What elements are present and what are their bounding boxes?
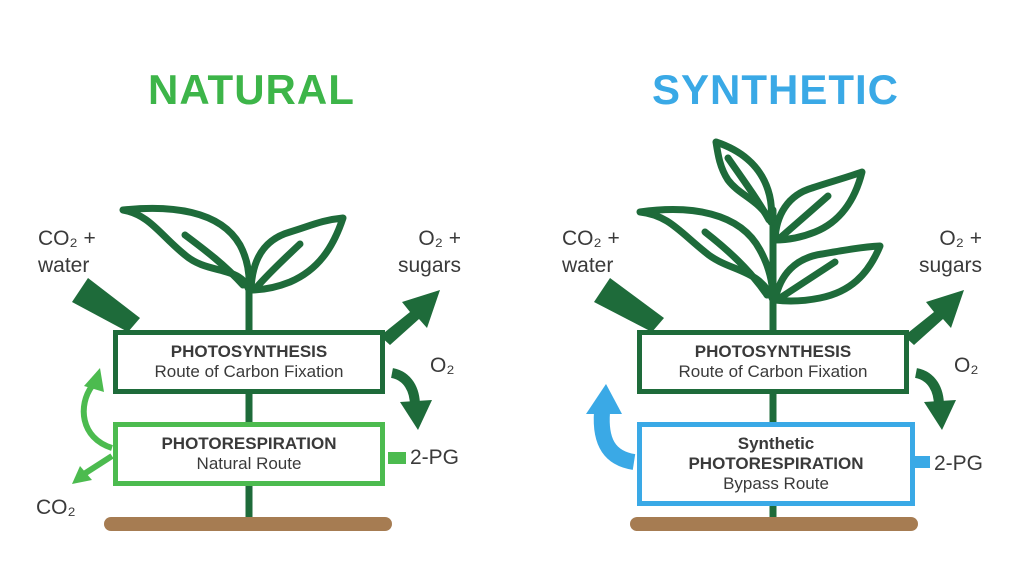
synthetic-photorespiration-title: PHOTORESPIRATION: [688, 454, 864, 473]
synthetic-output-line2: sugars: [918, 254, 982, 277]
natural-photorespiration-box: PHOTORESPIRATION Natural Route: [113, 422, 385, 486]
synthetic-upper-right-leaf: [771, 168, 866, 244]
natural-photorespiration-sub: Natural Route: [196, 454, 302, 473]
synthetic-output-label: O₂ + sugars: [908, 225, 982, 279]
natural-output-line1: O₂ +: [418, 227, 461, 250]
natural-output-line2: sugars: [397, 254, 461, 277]
natural-soil: [104, 517, 392, 531]
synthetic-bypass-arrowhead: [586, 384, 622, 414]
natural-output-label: O₂ + sugars: [387, 225, 461, 279]
synthetic-soil: [630, 517, 918, 531]
natural-co2-release-arrow: [82, 453, 114, 477]
natural-o2-label: O₂: [430, 354, 455, 377]
natural-photosynthesis-sub: Route of Carbon Fixation: [154, 362, 344, 381]
natural-input-label: CO₂ + water: [38, 225, 96, 279]
natural-input-line1: CO₂ +: [38, 227, 96, 250]
synthetic-2pg-label: 2-PG: [934, 452, 984, 475]
synthetic-photosynthesis-sub: Route of Carbon Fixation: [678, 362, 868, 381]
synthetic-output-arrow: [904, 290, 964, 345]
natural-right-leaf: [247, 214, 347, 294]
synthetic-left-leaf-vein: [701, 228, 771, 299]
natural-co2-out-label: CO₂: [36, 496, 76, 519]
synthetic-input-arrow: [594, 278, 664, 332]
synthetic-photorespiration-line1: Synthetic: [737, 434, 815, 453]
synthetic-photorespiration-sub: Bypass Route: [723, 474, 829, 493]
synthetic-photosynthesis-box: PHOTOSYNTHESIS Route of Carbon Fixation: [637, 330, 909, 394]
synthetic-title: SYNTHETIC: [652, 66, 900, 113]
synthetic-lower-right-leaf: [771, 242, 884, 305]
synthetic-lower-right-leaf-vein: [776, 258, 839, 302]
synthetic-photorespiration-box: Synthetic PHOTORESPIRATION Bypass Route: [637, 422, 915, 506]
synthetic-upper-right-leaf-vein: [776, 192, 832, 242]
synthetic-bypass-arrow: [593, 411, 636, 470]
natural-photosynthesis-box: PHOTOSYNTHESIS Route of Carbon Fixation: [113, 330, 385, 394]
synthetic-input-line1: CO₂ +: [562, 227, 620, 250]
synthetic-o2-arrow: [914, 368, 944, 407]
synthetic-photosynthesis-title: PHOTOSYNTHESIS: [694, 342, 852, 361]
synthetic-input-label: CO₂ + water: [562, 225, 620, 279]
synthetic-o2-label: O₂: [954, 354, 979, 377]
natural-photosynthesis-title: PHOTOSYNTHESIS: [170, 342, 328, 361]
natural-right-leaf-vein: [252, 240, 304, 292]
synthetic-o2-arrowhead: [924, 400, 956, 430]
natural-left-leaf: [119, 204, 253, 294]
synthetic-left-leaf: [636, 206, 777, 304]
natural-photorespiration-title: PHOTORESPIRATION: [161, 434, 337, 453]
natural-arrows: [72, 278, 440, 484]
synthetic-output-line1: O₂ +: [939, 227, 982, 250]
natural-o2-arrow: [390, 368, 420, 407]
natural-recycle-arrow: [80, 384, 114, 451]
natural-2pg-connector: [388, 452, 406, 464]
synthetic-2pg-connector: [912, 456, 930, 468]
natural-input-line2: water: [38, 254, 90, 277]
natural-input-arrow: [72, 278, 140, 332]
natural-output-arrow: [380, 290, 440, 345]
synthetic-arrows: [586, 278, 964, 470]
natural-co2-release-arrowhead: [72, 466, 92, 484]
natural-2pg-label: 2-PG: [410, 446, 460, 469]
synthetic-input-line2: water: [562, 254, 614, 277]
synthetic-upper-left-leaf: [712, 138, 776, 226]
natural-title: NATURAL: [148, 66, 355, 113]
natural-o2-arrowhead: [400, 400, 432, 430]
synthetic-upper-left-leaf-vein: [724, 154, 773, 224]
natural-recycle-arrowhead: [84, 368, 104, 392]
natural-left-leaf-vein: [181, 231, 247, 289]
